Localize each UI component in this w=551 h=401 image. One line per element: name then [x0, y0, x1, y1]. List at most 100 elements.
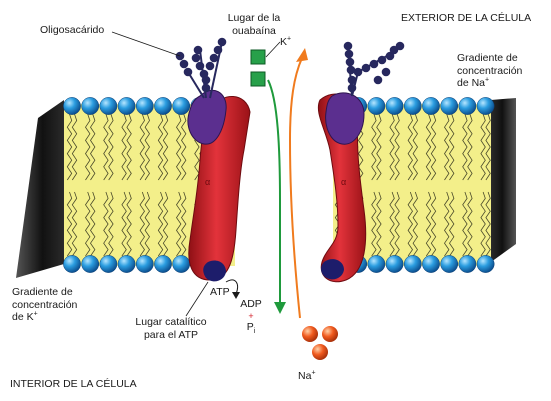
- phospholipid-head: [386, 97, 403, 114]
- oligosaccharide-label: Oligosacárido: [40, 24, 104, 37]
- phospholipid-head: [173, 255, 190, 272]
- phospholipid-head: [63, 97, 80, 114]
- sugar-bead: [382, 68, 391, 77]
- oligosaccharide-beads-left: [176, 38, 227, 93]
- phospholipid-head: [63, 255, 80, 272]
- oligosaccharide-leader: [112, 32, 180, 56]
- na-gradient-line-2: concentración: [457, 65, 522, 78]
- k-label-leader: [266, 42, 280, 57]
- phospholipid-head: [136, 97, 153, 114]
- sugar-bead: [348, 84, 357, 93]
- na-ion-label: Na+: [298, 370, 316, 383]
- k-arrow-head: [274, 302, 286, 314]
- sugar-bead: [346, 58, 355, 67]
- interior-label: INTERIOR DE LA CÉLULA: [10, 378, 137, 391]
- phospholipid-head: [441, 97, 458, 114]
- sugar-bead: [362, 64, 371, 73]
- k-ion-charge: +: [287, 36, 291, 43]
- phospholipid-head: [422, 97, 439, 114]
- k-ion-top: [251, 50, 265, 64]
- pi-subscript: i: [254, 328, 256, 335]
- sugar-bead: [196, 62, 205, 71]
- alpha-left-label: α: [205, 176, 210, 189]
- catalytic-leader: [186, 282, 208, 316]
- na-ion-1: [302, 326, 318, 342]
- phospholipid-head: [386, 255, 403, 272]
- sugar-bead: [202, 84, 211, 93]
- phospholipid-head: [154, 97, 171, 114]
- k-gradient-charge: +: [34, 311, 38, 318]
- na-arrow-head: [296, 48, 308, 62]
- k-transport-arrow: [268, 80, 280, 306]
- k-gradient-ion: de K: [12, 311, 34, 323]
- sugar-bead: [180, 60, 189, 69]
- phospholipid-head: [459, 255, 476, 272]
- phospholipid-head: [368, 255, 385, 272]
- phospholipid-head: [100, 97, 117, 114]
- phospholipid-head: [136, 255, 153, 272]
- phospholipid-head: [404, 97, 421, 114]
- catalytic-line-1: Lugar catalítico: [128, 316, 214, 329]
- phospholipid-head: [368, 97, 385, 114]
- k-ion-label: K+: [280, 36, 291, 49]
- k-gradient-line-1: Gradiente de: [12, 286, 77, 299]
- phospholipid-head: [154, 255, 171, 272]
- phospholipid-head: [422, 255, 439, 272]
- na-gradient-ion: de Na: [457, 77, 485, 89]
- na-transport-arrow: [290, 58, 302, 318]
- sugar-bead: [194, 46, 203, 55]
- sugar-bead: [214, 46, 223, 55]
- phospholipid-head: [118, 255, 135, 272]
- sugar-bead: [345, 50, 354, 59]
- membrane-edge-left: [16, 100, 64, 278]
- phospholipid-head: [82, 255, 99, 272]
- phospholipid-head: [118, 97, 135, 114]
- sugar-bead: [192, 54, 201, 63]
- phospholipid-head: [459, 97, 476, 114]
- catalytic-site-label: Lugar catalítico para el ATP: [128, 316, 214, 341]
- na-ion-2: [322, 326, 338, 342]
- phospholipid-head: [404, 255, 421, 272]
- sugar-bead: [218, 38, 227, 47]
- membrane-edge-right: [491, 98, 516, 262]
- sugar-bead: [184, 68, 193, 77]
- na-gradient-line-3: de Na+: [457, 77, 522, 90]
- k-ion-text: K: [280, 36, 287, 48]
- pi-text: Pi: [236, 321, 266, 334]
- phospholipid-head: [82, 97, 99, 114]
- sugar-bead: [348, 76, 357, 85]
- sugar-bead: [370, 60, 379, 69]
- exterior-label: EXTERIOR DE LA CÉLULA: [401, 12, 531, 25]
- sugar-bead: [206, 62, 215, 71]
- adp-text: ADP: [236, 298, 266, 311]
- ouabain-site-label: Lugar de la ouabaína: [222, 12, 286, 37]
- ouabain-line-2: ouabaína: [222, 25, 286, 38]
- na-ion-charge: +: [311, 370, 315, 377]
- sugar-bead: [354, 68, 363, 77]
- catalytic-line-2: para el ATP: [128, 329, 214, 342]
- atp-label: ATP: [210, 286, 230, 299]
- sugar-bead: [374, 76, 383, 85]
- phospholipid-head: [173, 97, 190, 114]
- adp-products-label: ADP + Pi: [236, 298, 266, 333]
- sugar-bead: [396, 42, 405, 51]
- na-ion-text: Na: [298, 370, 311, 382]
- alpha-right-label: α: [341, 176, 346, 189]
- na-gradient-charge: +: [485, 77, 489, 84]
- sugar-bead: [344, 42, 353, 51]
- phospholipid-head: [100, 255, 117, 272]
- plus-text: +: [236, 311, 266, 321]
- ouabain-line-1: Lugar de la: [222, 12, 286, 25]
- sugar-bead: [210, 54, 219, 63]
- phospholipid-head: [477, 97, 494, 114]
- k-ion-bottom: [251, 72, 265, 86]
- phospholipid-head: [441, 255, 458, 272]
- k-gradient-line-3: de K+: [12, 311, 77, 324]
- sugar-bead: [378, 56, 387, 65]
- na-gradient-line-1: Gradiente de: [457, 52, 522, 65]
- k-gradient-label: Gradiente de concentración de K+: [12, 286, 77, 324]
- k-gradient-line-2: concentración: [12, 299, 77, 312]
- oligosaccharide-beads-right: [344, 42, 405, 93]
- atp-binding-site-left: [203, 260, 226, 281]
